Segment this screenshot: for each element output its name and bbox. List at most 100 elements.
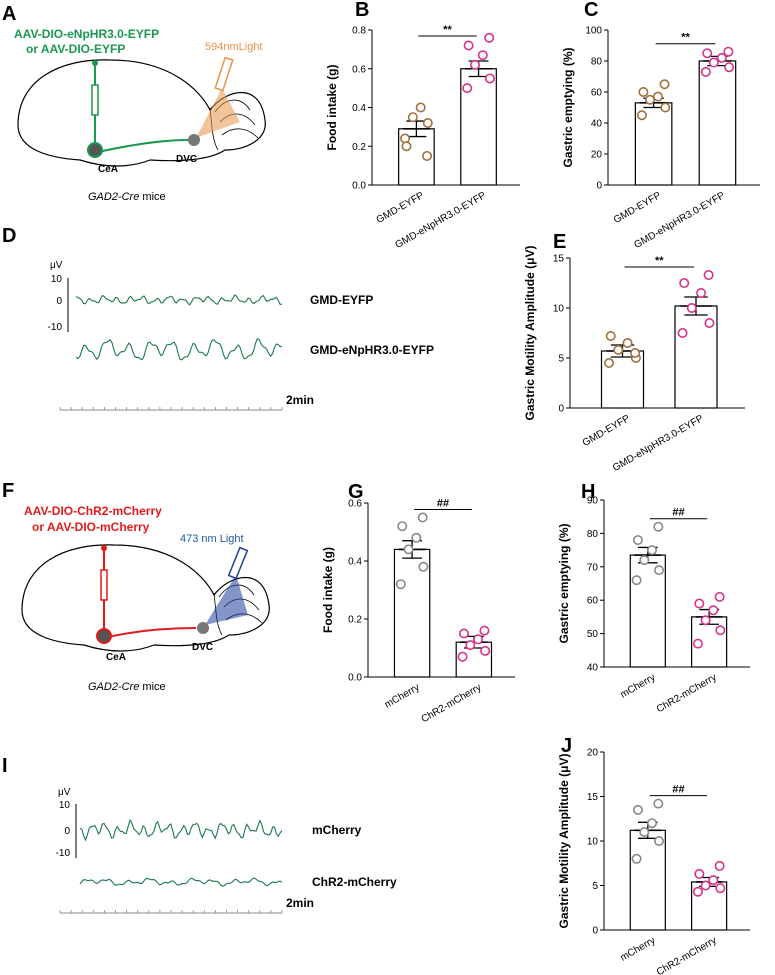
y-axis-label-j: Gastric Motility Amplitude (μV) bbox=[557, 754, 571, 929]
dvc-nucleus-f bbox=[197, 622, 209, 634]
data-point-j-0 bbox=[653, 798, 664, 809]
significance-label-j: ## bbox=[672, 784, 684, 796]
data-point-e-0 bbox=[604, 357, 615, 368]
trace-label-i-2: ChR2-mCherry bbox=[312, 875, 397, 889]
category-label-j-0: mCherry bbox=[619, 935, 658, 964]
panel-letter-e: E bbox=[553, 231, 566, 253]
trace-line-d-1 bbox=[75, 294, 283, 306]
light-cone-f bbox=[205, 575, 248, 625]
region-label-cea-a: CeA bbox=[98, 164, 118, 175]
data-point-g-0 bbox=[411, 532, 422, 543]
injection-marker-a bbox=[91, 84, 99, 116]
region-label-dvc-a: DVC bbox=[176, 154, 197, 165]
trace-label-i-1: mCherry bbox=[312, 823, 362, 837]
data-point-b-1 bbox=[470, 59, 481, 70]
y-tick-label-h: 90 bbox=[587, 496, 599, 507]
y-tick-label-j: 5 bbox=[592, 881, 598, 892]
y-tick-label-g: 0.0 bbox=[348, 673, 362, 684]
y-tick-label-j: 20 bbox=[587, 748, 599, 759]
brain-outline-a bbox=[17, 59, 266, 167]
trace-label-d-2: GMD-eNpHR3.0-EYFP bbox=[310, 343, 434, 357]
data-point-j-1 bbox=[715, 883, 726, 894]
panel-letter-j: J bbox=[561, 735, 572, 757]
projection-path-a bbox=[97, 139, 189, 153]
panel-letter-f: F bbox=[2, 480, 14, 502]
data-point-b-0 bbox=[422, 150, 433, 161]
trace-tick-label-i: 10 bbox=[59, 800, 71, 811]
data-point-h-0 bbox=[647, 545, 658, 556]
panel-letter-g: G bbox=[348, 481, 364, 503]
data-point-j-1 bbox=[694, 868, 705, 879]
category-label-e-0: GMD-EYFP bbox=[581, 413, 632, 449]
y-tick-label-j: 15 bbox=[587, 792, 599, 803]
light-cone-a bbox=[196, 88, 240, 138]
y-tick-label-e: 0 bbox=[558, 404, 564, 415]
cea-nucleus-a bbox=[87, 142, 103, 158]
data-point-c-0 bbox=[636, 110, 647, 121]
data-point-g-1 bbox=[473, 634, 484, 645]
data-point-j-0 bbox=[647, 818, 658, 829]
data-point-c-0 bbox=[659, 79, 670, 90]
data-point-c-0 bbox=[652, 91, 663, 102]
data-point-j-1 bbox=[700, 880, 711, 891]
virus-label-f1: AAV-DIO-ChR2-mCherry bbox=[24, 504, 162, 518]
dvc-nucleus-a bbox=[188, 134, 200, 146]
y-tick-label-e: 10 bbox=[553, 304, 565, 315]
unit-label-d: μV bbox=[50, 260, 63, 271]
category-label-g-1: ChR2-mCherry bbox=[420, 682, 484, 725]
y-tick-label-c: 80 bbox=[591, 57, 603, 68]
y-tick-label-g: 0.2 bbox=[348, 615, 362, 626]
injection-marker-f bbox=[100, 569, 108, 601]
optic-fiber-a bbox=[214, 56, 234, 92]
y-tick-label-h: 70 bbox=[587, 562, 599, 573]
y-axis-label-h: Gastric emptying (%) bbox=[557, 523, 571, 643]
y-axis-label-e: Gastric Motility Amplitude (μV) bbox=[523, 246, 537, 421]
trace-line-d-2 bbox=[75, 337, 283, 361]
y-tick-label-j: 0 bbox=[592, 926, 598, 937]
optic-fiber-f bbox=[227, 546, 249, 580]
bar-c-1 bbox=[698, 60, 737, 186]
data-point-b-0 bbox=[415, 102, 426, 113]
panel-letter-i: I bbox=[2, 755, 8, 777]
cerebellum-folds-a bbox=[209, 99, 259, 151]
y-axis-label-b: Food intake (g) bbox=[325, 65, 339, 151]
y-tick-label-c: 0 bbox=[596, 181, 602, 192]
data-point-c-1 bbox=[724, 62, 735, 73]
trace-label-d-1: GMD-EYFP bbox=[310, 293, 373, 307]
data-point-g-1 bbox=[458, 628, 469, 639]
significance-label-g: ## bbox=[437, 498, 449, 510]
injection-tip-a bbox=[92, 60, 98, 66]
data-point-g-0 bbox=[397, 521, 408, 532]
data-point-e-1 bbox=[703, 269, 714, 280]
virus-label-a1: AAV-DIO-eNpHR3.0-EYFP bbox=[14, 27, 159, 41]
data-point-c-1 bbox=[723, 46, 734, 57]
data-point-b-0 bbox=[401, 141, 412, 152]
schematic-a: A AAV-DIO-eNpHR3.0-EYFP or AAV-DIO-EYFP … bbox=[2, 3, 266, 203]
category-label-h-0: mCherry bbox=[619, 672, 658, 701]
trace-tick-label-i: -10 bbox=[56, 848, 71, 859]
data-point-e-1 bbox=[704, 317, 715, 328]
data-point-h-1 bbox=[708, 605, 719, 616]
data-point-g-0 bbox=[418, 561, 429, 572]
data-point-g-0 bbox=[395, 579, 406, 590]
data-point-b-0 bbox=[407, 112, 418, 123]
data-point-h-1 bbox=[692, 638, 703, 649]
data-point-j-1 bbox=[714, 860, 725, 871]
panel-letter-b: B bbox=[355, 0, 369, 21]
bar-j-0 bbox=[629, 829, 666, 931]
data-point-e-1 bbox=[696, 287, 707, 298]
data-point-j-1 bbox=[708, 875, 719, 886]
brain-outline-f bbox=[21, 544, 270, 652]
category-label-j-1: ChR2-mCherry bbox=[655, 935, 719, 975]
y-tick-label-h: 40 bbox=[587, 663, 599, 674]
category-label-b-0: GMD-EYFP bbox=[375, 190, 426, 226]
y-tick-label-b: 0.6 bbox=[352, 64, 366, 75]
projection-path-f bbox=[107, 627, 197, 638]
y-tick-label-b: 0.0 bbox=[352, 181, 366, 192]
